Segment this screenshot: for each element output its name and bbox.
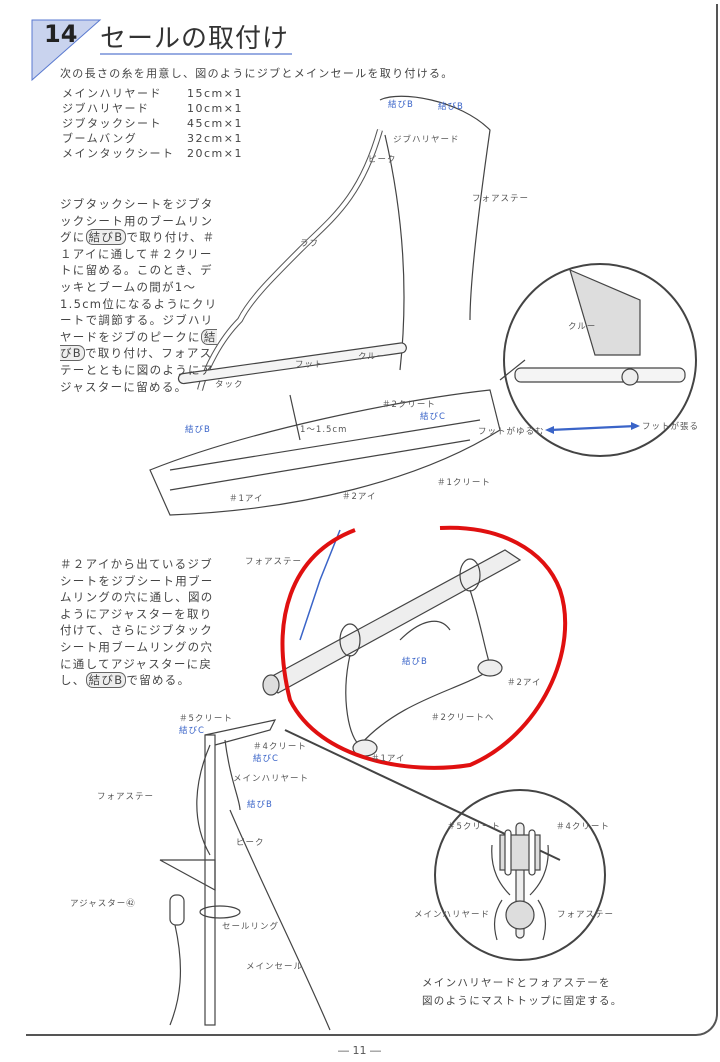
label-detail-cleat5: ＃5クリート: [447, 822, 501, 832]
material-item: ジブタックシート 45cm×1: [62, 116, 243, 131]
label-knot-c: 結びC: [179, 726, 205, 736]
jib-diagram: [149, 95, 501, 516]
page-number: ― 11 ―: [338, 1044, 381, 1057]
material-name: ブームバング: [62, 132, 138, 145]
label-knot-b: 結びB: [402, 657, 428, 667]
boom-closeup: [262, 549, 522, 757]
section-number: 14: [44, 20, 78, 48]
material-item: ブームバング 32cm×1: [62, 131, 243, 146]
label-eye1: ＃1アイ: [229, 494, 264, 504]
label-foot-loose: フットがゆるむ: [478, 427, 545, 437]
material-name: ジブタックシート: [62, 117, 162, 130]
red-highlight: [280, 525, 568, 770]
label-knot-b: 結びB: [247, 800, 273, 810]
material-item: メインタックシート 20cm×1: [62, 146, 243, 161]
label-detail-forestay: フォアステー: [557, 910, 615, 920]
header-triangle: [31, 19, 102, 82]
page-frame: [26, 4, 718, 1036]
intro-text: 次の長さの糸を用意し、図のようにジブとメインセールを取り付ける。: [60, 67, 454, 80]
label-detail-cleat4: ＃4クリート: [556, 822, 610, 832]
text: で留める。: [126, 673, 191, 688]
text: で取り付け、＃１アイに通して＃２クリートに留める。このとき、デッキとブームの間が…: [60, 230, 218, 344]
label-adjuster: アジャスター㊷: [70, 899, 136, 909]
label-knot-b: 結びB: [388, 100, 414, 110]
label-mainsail: メインセール: [246, 962, 304, 972]
material-name: メインタックシート: [62, 147, 175, 160]
label-eye1: ＃1アイ: [371, 754, 406, 764]
material-name: メインハリヤード: [62, 87, 162, 100]
material-qty: 15cm×1: [187, 87, 243, 100]
caption-line: メインハリヤードとフォアステーを: [422, 977, 611, 989]
caption: メインハリヤードとフォアステーを 図のようにマストトップに固定する。: [422, 974, 623, 1010]
label-knot-c: 結びC: [420, 412, 446, 422]
label-foot: フット: [295, 360, 324, 370]
material-item: ジブハリヤード 10cm×1: [62, 101, 243, 116]
label-cleat1: ＃1クリート: [437, 478, 491, 488]
knot-badge: 結びB: [85, 672, 127, 689]
label-luff: ラフ: [300, 239, 320, 249]
label-sail-ring: セールリング: [222, 922, 280, 932]
label-gap: 1～1.5cm: [300, 425, 348, 435]
label-clew: クルー: [358, 352, 387, 362]
knot-badge: 結びB: [85, 229, 127, 246]
label-cleat4: ＃4クリート: [253, 742, 307, 752]
materials-list: メインハリヤード 15cm×1 ジブハリヤード 10cm×1 ジブタックシート 45c…: [62, 86, 243, 161]
label-jib-halyard: ジブハリヤード: [393, 135, 460, 145]
text: で取り付け、フォアステーとともに図のようにアジャスターに留める。: [60, 346, 214, 394]
label-knot-b: 結びB: [438, 102, 464, 112]
instruction-jibsheet: ＃２アイから出ているジブシートをジブシート用ブームリングの穴に通し、図のようにア…: [60, 556, 220, 689]
label-knot-c: 結びC: [253, 754, 279, 764]
label-forestay: フォアステー: [245, 557, 303, 567]
label-detail-main-halyard: メインハリヤード: [414, 910, 491, 920]
label-tack: タック: [215, 380, 244, 390]
label-eye2: ＃2アイ: [507, 678, 542, 688]
label-foot-tight: フットが張る: [642, 422, 700, 432]
label-peak: ピーク: [368, 155, 397, 165]
material-qty: 10cm×1: [187, 102, 243, 115]
label-cleat2: ＃2クリート: [382, 400, 436, 410]
text: ＃２アイから出ているジブシートをジブシート用ブームリングの穴に通し、図のようにア…: [60, 557, 214, 688]
caption-line: 図のようにマストトップに固定する。: [422, 995, 623, 1007]
label-eye2: ＃2アイ: [342, 492, 377, 502]
text: ジブタックシートをジブタックシート用のブームリングに: [60, 197, 214, 245]
label-main-halyard: メインハリヤート: [233, 774, 310, 784]
label-cleat5: ＃5クリート: [179, 714, 233, 724]
label-knot-b: 結びB: [185, 425, 211, 435]
label-forestay: フォアステー: [97, 792, 155, 802]
material-qty: 20cm×1: [187, 147, 243, 160]
label-peak: ピーク: [236, 838, 265, 848]
material-item: メインハリヤード 15cm×1: [62, 86, 243, 101]
material-name: ジブハリヤード: [62, 102, 150, 115]
material-qty: 32cm×1: [187, 132, 243, 145]
material-qty: 45cm×1: [187, 117, 243, 130]
page-title: セールの取付け: [100, 24, 290, 54]
label-forestay: フォアステー: [472, 194, 530, 204]
label-detail-clew: クルー: [568, 322, 597, 332]
label-to-cleat2: ＃2クリートへ: [431, 713, 495, 723]
